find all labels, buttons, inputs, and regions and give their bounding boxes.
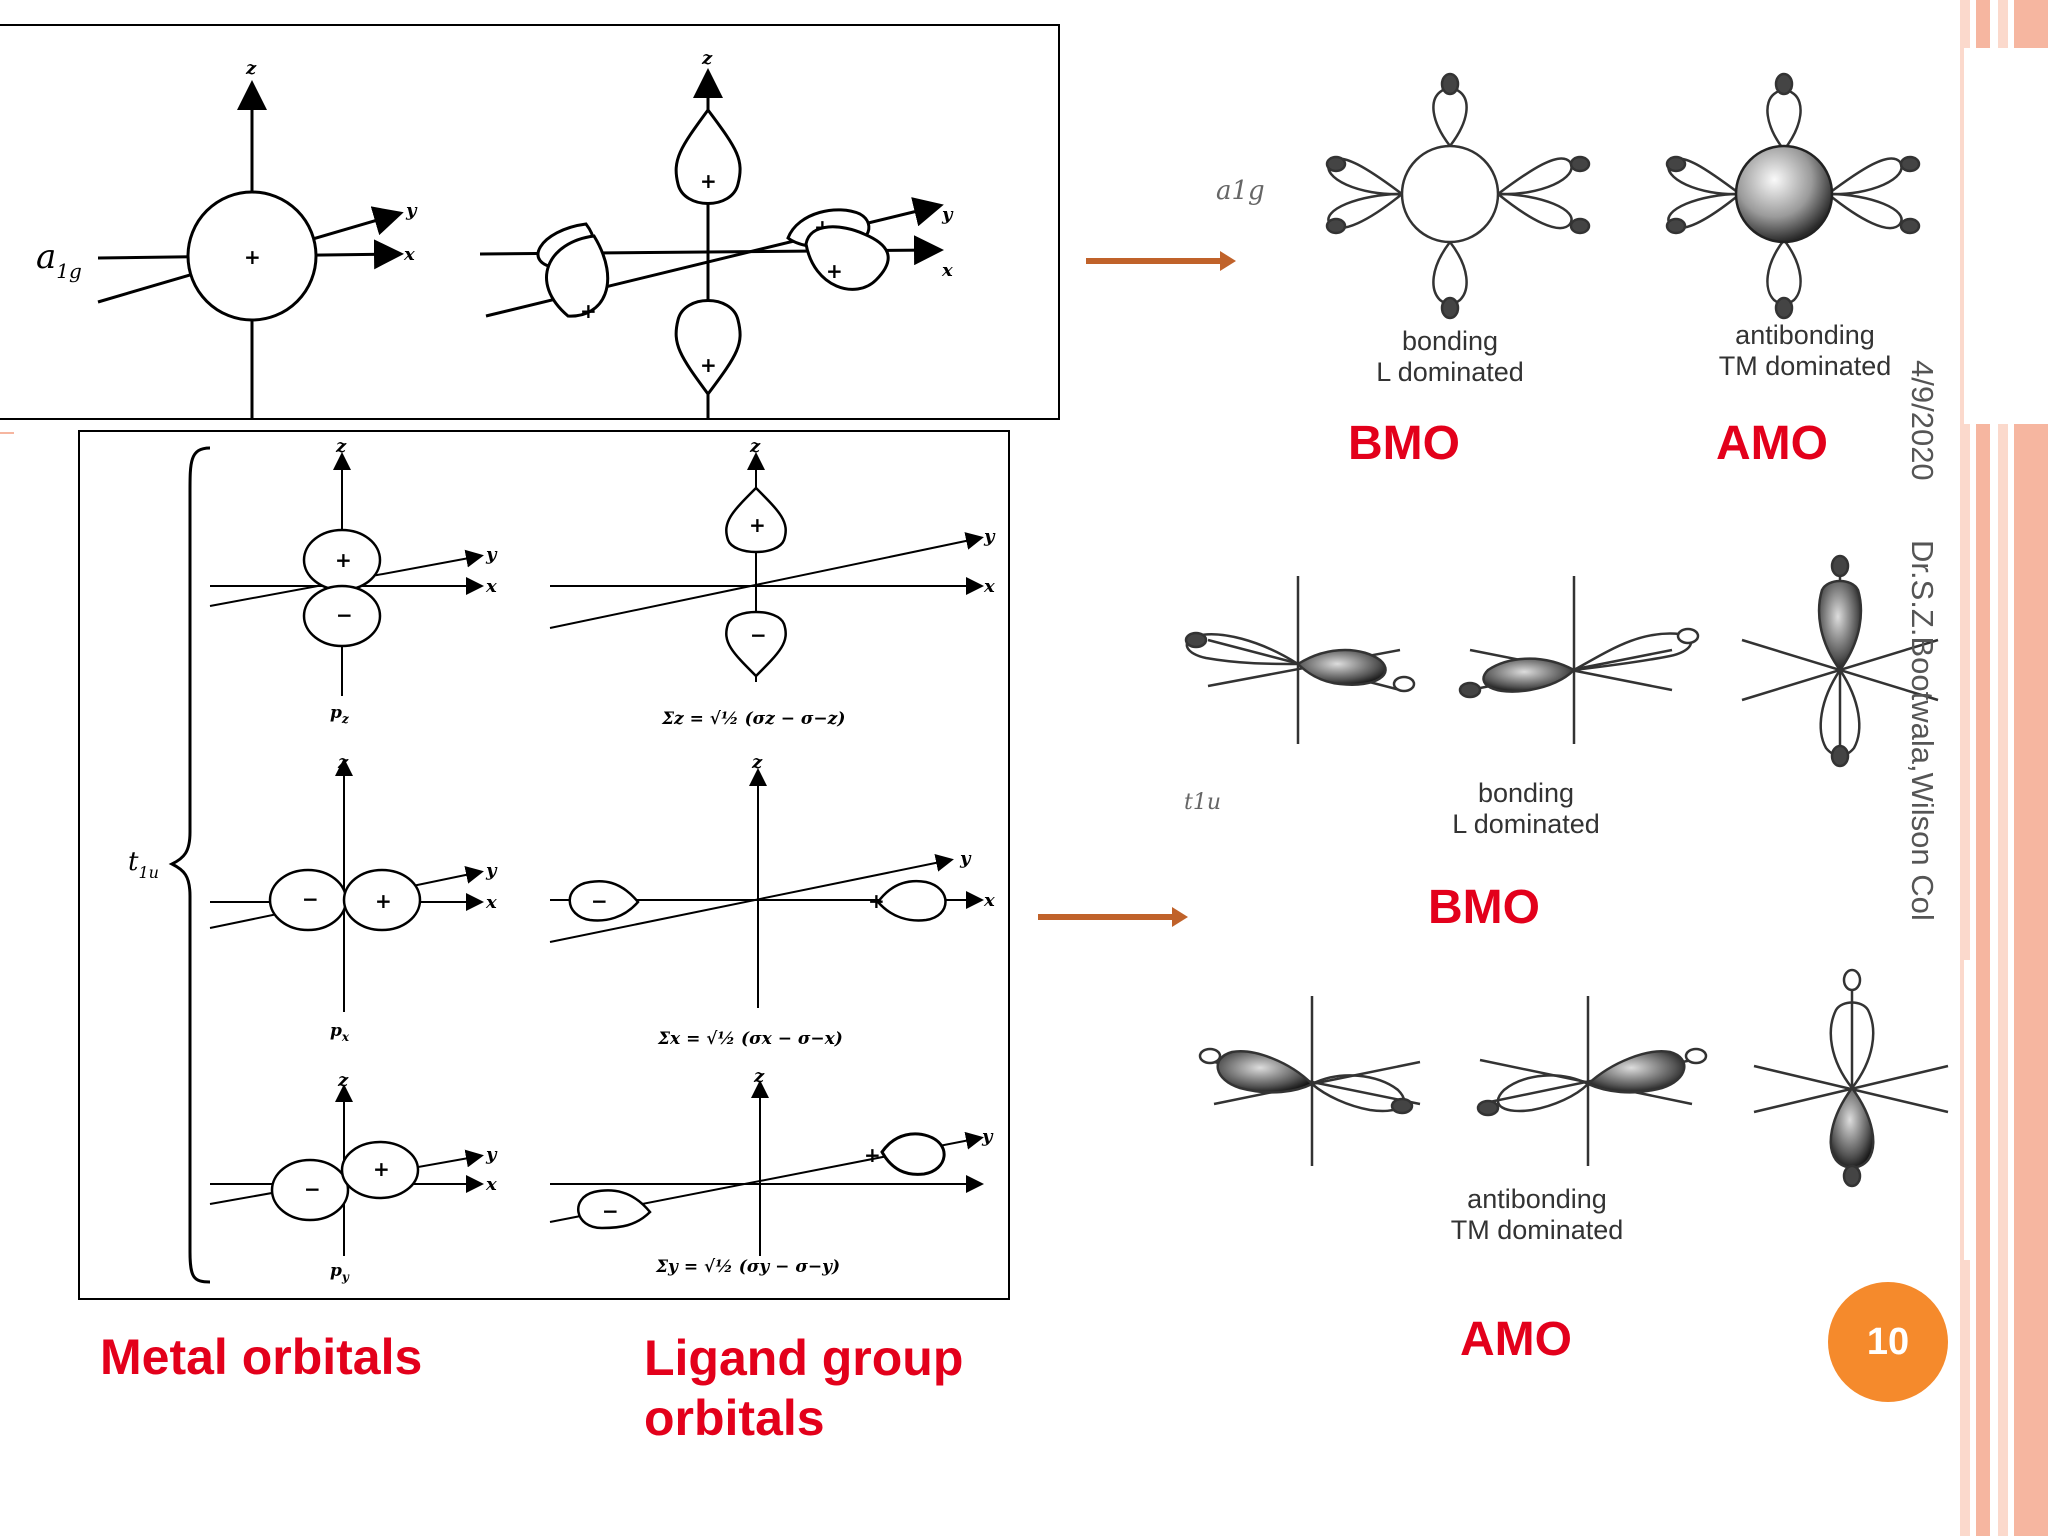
a1g-bonding-picture — [1325, 72, 1591, 320]
axis-z-label: z — [753, 1066, 765, 1087]
axis-z-label: z — [749, 436, 761, 457]
axis-x-label: x — [485, 1174, 497, 1195]
axis-z-label: z — [701, 48, 713, 69]
caption-antibonding-bottom-line1: antibonding — [1467, 1184, 1607, 1214]
label-amo-top: AMO — [1716, 417, 1828, 470]
t1u-diagram: t1u + − z y x pz + − z y x Σz = √½ (σ — [128, 436, 996, 1284]
plus-sign: + — [749, 513, 766, 537]
axis-z-label: z — [337, 752, 349, 773]
t1u-label: t1u — [128, 847, 159, 882]
minus-sign: − — [302, 887, 319, 911]
a1g-label: a1g — [36, 237, 82, 283]
t1u-small-label: t1u — [1184, 790, 1222, 815]
sigma-y-formula: Σy = √½ (σy − σ−y) — [655, 1257, 840, 1277]
t1u-diagram-panel: t1u + − z y x pz + − z y x Σz = √½ (σ — [78, 430, 1010, 1300]
minus-sign: − — [304, 1177, 321, 1201]
px-orbital-diagram: − + z y x px — [209, 752, 498, 1044]
sigma-z-formula: Σz = √½ (σz − σ−z) — [661, 709, 845, 729]
sigma-x-diagram: − + z y x Σx = √½ (σx − σ−x) — [549, 752, 995, 1049]
axis-x-label: x — [403, 244, 415, 265]
axis-y-label: y — [983, 526, 996, 547]
plus-sign: + — [868, 889, 885, 913]
plus-sign: + — [826, 259, 843, 283]
label-bmo-top: BMO — [1348, 417, 1460, 470]
sigma-y-diagram: − + z y Σy = √½ (σy − σ−y) — [549, 1066, 994, 1277]
caption-bonding-mid-line2: L dominated — [1452, 809, 1600, 839]
plus-sign: + — [700, 169, 717, 193]
axis-y-label: y — [485, 544, 498, 565]
axis-x-label: x — [485, 576, 497, 597]
axis-z-label: z — [335, 436, 347, 457]
caption-bonding-line2: L dominated — [1376, 357, 1524, 387]
pz-orbital-diagram: + − z y x pz — [209, 436, 498, 726]
a1g-diagram-panel: + z y x a1g + + + + + + z y x — [0, 24, 1060, 420]
axis-z-label: z — [751, 752, 763, 773]
axis-x-label: x — [983, 576, 995, 597]
page-number-badge: 10 — [1828, 1282, 1948, 1402]
axis-z-label: z — [337, 1070, 349, 1091]
caption-antibonding-bottom-line2: TM dominated — [1450, 1215, 1624, 1245]
axis-y-label: y — [485, 860, 498, 881]
label-ligand-group-line2: orbitals — [644, 1390, 825, 1446]
decor-stripe-cut-2 — [1964, 960, 1974, 1260]
plus-sign: + — [580, 299, 597, 323]
s-orbital — [186, 190, 318, 322]
py-orbital-diagram: − + z y x py — [209, 1070, 498, 1284]
a1g-small-label: a1g — [1216, 176, 1265, 206]
sigma-z-diagram: + − z y x Σz = √½ (σz − σ−z) — [549, 436, 996, 729]
a1g-antibonding-picture — [1665, 72, 1921, 320]
minus-sign: − — [750, 623, 767, 647]
decor-stripe-3 — [1998, 0, 2008, 1536]
plus-sign: + — [335, 548, 352, 572]
axis-y-label: y — [959, 848, 972, 869]
minus-sign: − — [591, 889, 608, 913]
label-ligand-group-line1: Ligand group — [644, 1330, 964, 1386]
axis-z-label: z — [245, 58, 257, 79]
axis-x-label: x — [485, 892, 497, 913]
decor-left-line-2 — [0, 432, 14, 434]
plus-sign: + — [244, 245, 261, 269]
px-label: px — [330, 1021, 350, 1044]
sigma-x-formula: Σx = √½ (σx − σ−x) — [657, 1029, 843, 1049]
slide-author: Dr.S.Z.Bootwala,Wilson Col — [1905, 540, 1940, 921]
py-label: py — [330, 1261, 350, 1284]
arrow-top-head — [1220, 251, 1236, 271]
caption-bonding-top: bonding L dominated — [1340, 326, 1560, 388]
axis-x-label: x — [941, 260, 953, 281]
label-ligand-group-orbitals: Ligand group orbitals — [644, 1328, 963, 1448]
plus-sign: + — [375, 889, 392, 913]
plus-sign: + — [373, 1157, 390, 1181]
caption-antibonding-line1: antibonding — [1735, 320, 1875, 350]
t1u-antibonding-pictures — [1198, 968, 1949, 1188]
decor-stripe-cut — [1964, 48, 2048, 424]
axis-y-label: y — [981, 1126, 994, 1147]
caption-bonding-mid: bonding L dominated — [1416, 778, 1636, 840]
caption-antibonding-line2: TM dominated — [1718, 351, 1892, 381]
label-metal-orbitals: Metal orbitals — [100, 1329, 423, 1385]
page-number: 10 — [1866, 1320, 1910, 1363]
minus-sign: − — [336, 603, 353, 627]
decor-stripe-1 — [1960, 0, 1970, 1536]
slide-date: 4/9/2020 — [1905, 360, 1940, 481]
caption-antibonding-top: antibonding TM dominated — [1680, 320, 1930, 382]
caption-antibonding-bottom: antibonding TM dominated — [1412, 1184, 1662, 1246]
arrow-bottom-head — [1172, 907, 1188, 927]
minus-sign: − — [602, 1199, 619, 1223]
t1u-bonding-pictures — [1184, 554, 1939, 768]
plus-sign: + — [700, 353, 717, 377]
axis-y-label: y — [941, 204, 954, 225]
a1g-diagram: + z y x a1g + + + + + + z y x — [36, 48, 954, 418]
label-bmo-mid: BMO — [1428, 881, 1540, 934]
label-amo-bottom: AMO — [1460, 1313, 1572, 1366]
pz-label: pz — [330, 703, 350, 726]
axis-y-label: y — [405, 200, 418, 221]
plus-sign: + — [864, 1143, 881, 1167]
axis-y-label: y — [485, 1144, 498, 1165]
caption-bonding-mid-line1: bonding — [1477, 778, 1575, 808]
caption-bonding-line1: bonding — [1401, 326, 1499, 356]
axis-x-label: x — [983, 890, 995, 911]
